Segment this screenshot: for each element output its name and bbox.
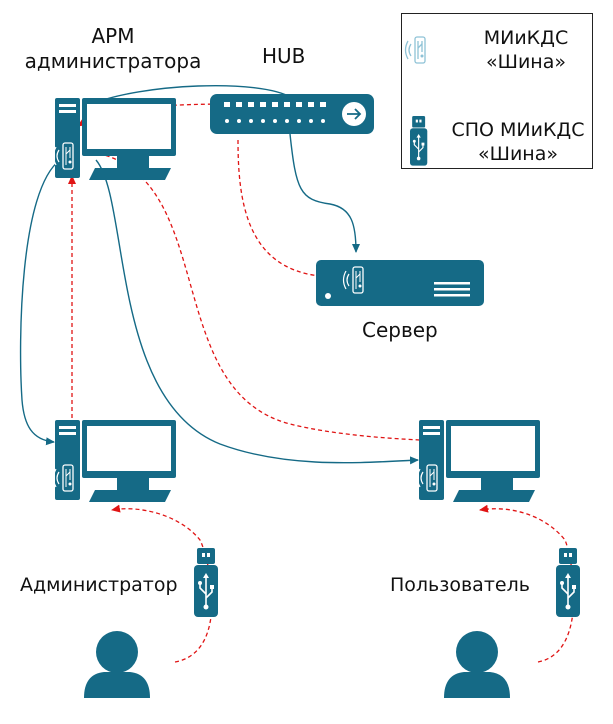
hub-label: HUB — [262, 44, 306, 68]
ctrl-user-pc-arm — [91, 151, 421, 441]
ctrl-hub-server — [237, 139, 321, 277]
legend-box — [401, 13, 593, 169]
user-usb-token — [555, 547, 581, 618]
server-device — [316, 260, 484, 306]
administrator-person-icon — [84, 631, 150, 698]
server-label: Сервер — [362, 318, 438, 342]
administrator-label: Администратор — [20, 574, 178, 596]
legend-item-module-label: МИиКДС «Шина» — [483, 27, 569, 73]
link-arm-hub — [91, 85, 293, 105]
admin-usb-token — [193, 547, 219, 618]
legend-usb-icon — [409, 115, 428, 167]
arm-computer — [54, 98, 177, 180]
link-arm-user-pc — [95, 159, 419, 465]
link-hub-server — [289, 133, 360, 253]
ctrl-user-usb — [479, 504, 575, 663]
link-arm-admin-pc — [19, 159, 61, 446]
admin-computer — [54, 420, 177, 502]
arm-label: АРМ администратора — [24, 24, 202, 73]
legend-item-software-label: СПО МИиКДС «Шина» — [451, 119, 585, 165]
hub-device — [210, 94, 374, 134]
user-computer — [418, 420, 541, 502]
user-label: Пользователь — [390, 574, 530, 596]
ctrl-admin-usb — [111, 504, 213, 663]
legend-module-icon — [404, 36, 426, 64]
user-person-icon — [444, 631, 510, 698]
